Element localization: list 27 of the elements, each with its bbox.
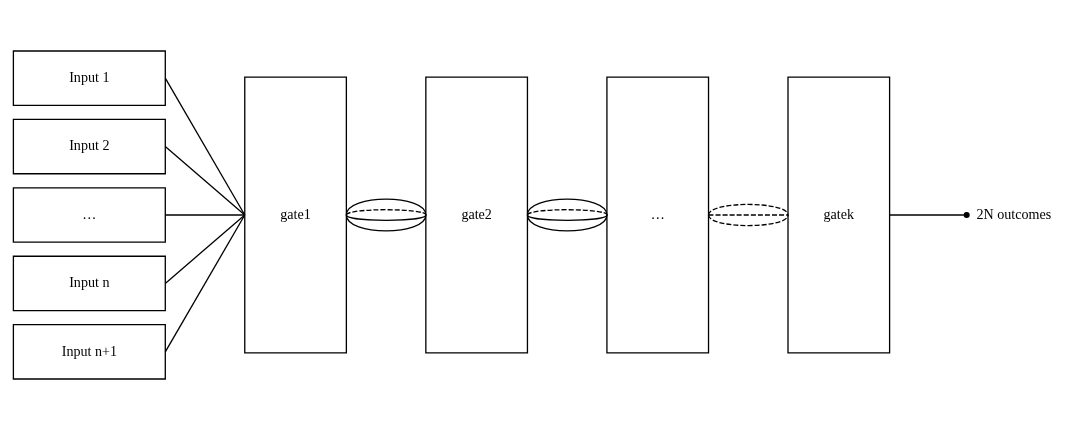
connector bbox=[707, 214, 789, 227]
connector bbox=[888, 211, 970, 219]
node-box: Input 2 bbox=[12, 118, 166, 175]
node-box: Input n+1 bbox=[12, 324, 166, 380]
connector bbox=[164, 214, 246, 216]
connector bbox=[707, 214, 789, 216]
connector bbox=[345, 198, 427, 216]
node-box: gatek bbox=[787, 76, 891, 354]
connector bbox=[164, 77, 246, 216]
connector bbox=[345, 209, 427, 216]
node-box: gate1 bbox=[244, 76, 348, 354]
connector bbox=[526, 214, 608, 221]
node-box: Input 1 bbox=[12, 50, 166, 106]
connector bbox=[345, 214, 427, 221]
connector bbox=[526, 198, 608, 216]
connector bbox=[345, 214, 427, 232]
connector bbox=[164, 214, 246, 353]
node-text: 2N outcomes bbox=[976, 205, 1052, 222]
node-box: Input n bbox=[12, 255, 166, 312]
node-box: … bbox=[606, 76, 710, 354]
connector bbox=[526, 214, 608, 232]
connector bbox=[164, 145, 246, 216]
node-box: … bbox=[12, 187, 166, 243]
connector bbox=[707, 203, 789, 216]
connector bbox=[164, 214, 246, 285]
node-box: gate2 bbox=[425, 76, 529, 354]
connector bbox=[526, 209, 608, 216]
